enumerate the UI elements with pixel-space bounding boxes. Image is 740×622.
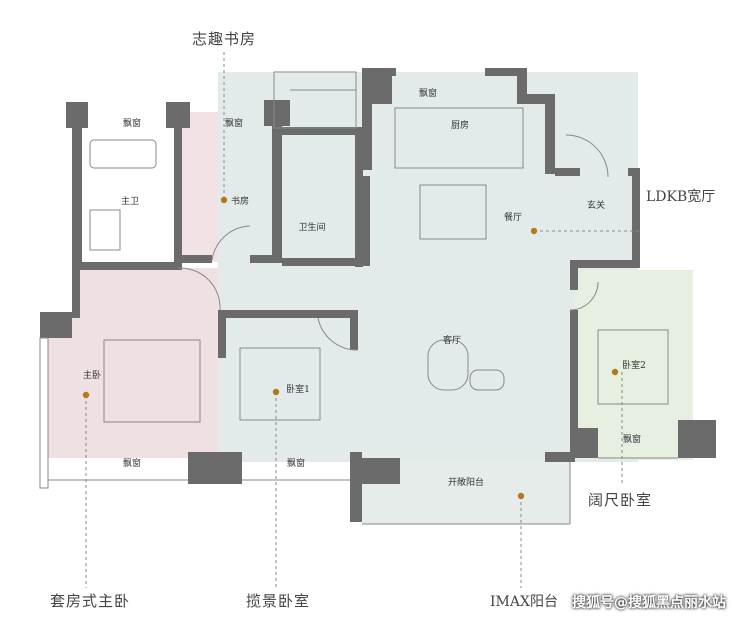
bathroom-label: 卫生间	[298, 221, 325, 233]
bedroom2-label: 卧室2	[622, 359, 646, 371]
bay-window-bed1-label: 飘窗	[287, 457, 305, 469]
bay-window-kitchen-label: 飘窗	[419, 87, 437, 99]
bay-window-master-label: 飘窗	[123, 457, 141, 469]
dining-dot	[530, 227, 538, 235]
bay-window-top1-label: 飘窗	[123, 117, 141, 129]
outlines	[39, 71, 678, 525]
watermark: 搜狐号@搜狐黑点丽水站	[572, 595, 726, 611]
outlet-dots	[372, 465, 385, 471]
callout-suite-master: 套房式主卧	[50, 592, 130, 610]
bedroom1-label: 卧室1	[286, 383, 310, 395]
master-bay-zone	[48, 318, 78, 458]
callout-view-bedroom: 揽景卧室	[246, 592, 310, 610]
callout-wide-bedroom: 阔尺卧室	[588, 491, 652, 509]
bedroom2-dot	[611, 368, 619, 376]
living-zone	[218, 72, 638, 462]
master-bath-label: 主卫	[121, 195, 139, 207]
kitchen-label: 厨房	[451, 119, 469, 131]
callout-study: 志趣书房	[192, 30, 256, 48]
zone-fills	[48, 72, 693, 524]
open-balcony-label: 开敞阳台	[448, 476, 484, 488]
dining-label: 餐厅	[504, 211, 522, 223]
master-suite-zone	[72, 268, 222, 458]
entrance-label: 玄关	[587, 199, 605, 211]
bay-window-top2-label: 飘窗	[225, 117, 243, 129]
walls	[40, 68, 716, 522]
callout-imax-balcony: IMAX阳台	[490, 594, 558, 610]
bedroom1-dot	[272, 388, 280, 396]
callouts: 志趣书房 LDKB宽厅 阔尺卧室 套房式主卧 揽景卧室 IMAX阳台	[50, 30, 715, 610]
balcony-dot	[517, 492, 525, 500]
bay-window-bed2-label: 飘窗	[623, 433, 641, 445]
study-label: 书房	[231, 195, 249, 207]
master-dot	[82, 391, 90, 399]
room-labels: 飘窗 飘窗 飘窗 厨房 主卫 书房 卫生间 餐厅 玄关 主卧 卧室1 客厅 卧室…	[83, 87, 646, 488]
marker-dots	[82, 196, 619, 500]
study-dot	[220, 196, 228, 204]
living-label: 客厅	[443, 334, 461, 346]
callout-ldkb: LDKB宽厅	[646, 188, 715, 205]
master-bedroom-label: 主卧	[83, 369, 101, 381]
leader-lines	[85, 52, 642, 588]
